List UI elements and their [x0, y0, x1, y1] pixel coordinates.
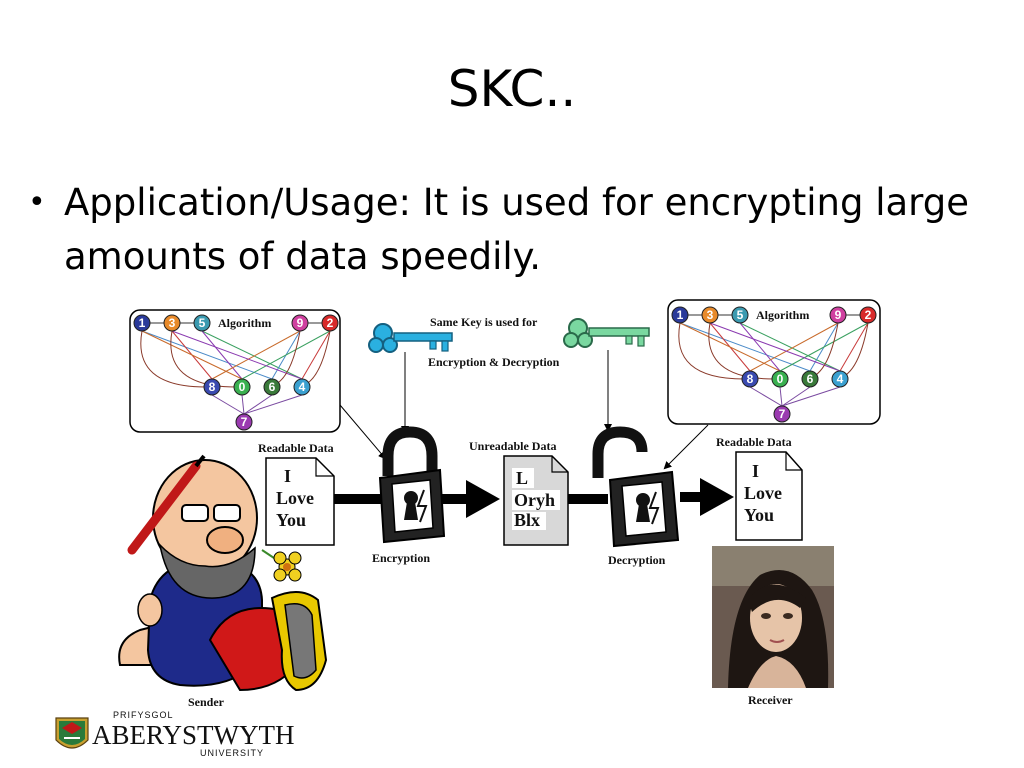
algorithm-node [801, 370, 819, 388]
logo-prifysgol: PRIFYSGOL [113, 710, 174, 720]
algorithm-node-label: 4 [299, 380, 306, 394]
key-icon-left [368, 323, 453, 353]
algorithm-node [233, 378, 251, 396]
algorithm-node [203, 378, 221, 396]
algorithm-node [773, 405, 791, 423]
encryption-label: Encryption [372, 551, 430, 565]
logo-aberystwyth: ABERYSTWYTH [92, 720, 295, 750]
algorithm-node [263, 378, 281, 396]
algorithm-node [829, 306, 847, 324]
unreadable-data-label: Unreadable Data [469, 439, 556, 453]
algorithm-node-label: 6 [269, 380, 276, 394]
algorithm-node [859, 306, 877, 324]
algorithm-node-label: 1 [677, 308, 684, 322]
algorithm-node-label: 5 [199, 316, 206, 330]
algorithm-node-label: 3 [169, 316, 176, 330]
algorithm-node [701, 306, 719, 324]
algorithm-node-label: 8 [209, 380, 216, 394]
algorithm-label: Algorithm [756, 308, 809, 322]
algorithm-node [831, 370, 849, 388]
algorithm-node-label: 2 [865, 308, 872, 322]
algorithm-node-label: 5 [737, 308, 744, 322]
algorithm-label: Algorithm [218, 316, 271, 330]
algorithm-node-label: 8 [747, 372, 754, 386]
algorithm-node-label: 1 [139, 316, 146, 330]
same-key-label: Same Key is used for [430, 315, 538, 329]
algorithm-node-label: 0 [777, 372, 784, 386]
algorithm-node [235, 413, 253, 431]
sender-label: Sender [188, 695, 225, 709]
ciphertext-document: L Oryh Blx [503, 455, 569, 546]
bullet-dot: • [28, 185, 46, 220]
algorithm-node-label: 9 [835, 308, 842, 322]
plaintext-right-line3: You [744, 505, 774, 525]
logo-university: UNIVERSITY [200, 748, 264, 758]
university-crest-icon [55, 717, 89, 749]
closed-lock-icon [378, 426, 446, 544]
algorithm-box-right: Algorithm 1 3 5 9 2 8 0 6 4 7 [667, 299, 881, 425]
algorithm-node-label: 7 [779, 407, 786, 421]
algorithm-node-label: 7 [241, 415, 248, 429]
algorithm-node-label: 9 [297, 316, 304, 330]
slide-title: SKC.. [447, 60, 577, 118]
algorithm-node-label: 3 [707, 308, 714, 322]
plaintext-left-line2: Love [276, 488, 314, 508]
flow-arrows [334, 478, 734, 518]
plaintext-left-line3: You [276, 510, 306, 530]
readable-data-label-left: Readable Data [258, 441, 334, 455]
open-lock-icon [592, 426, 680, 548]
key-icon-right [563, 318, 650, 348]
receiver-portrait-image [712, 546, 834, 688]
algorithm-box-left: Algorithm 1 3 5 9 2 8 0 6 4 7 [129, 309, 341, 433]
bullet-text: Application/Usage: It is used for encryp… [64, 181, 969, 278]
algorithm-node [133, 314, 151, 332]
algorithm-node [731, 306, 749, 324]
algorithm-node [671, 306, 689, 324]
algorithm-node [193, 314, 211, 332]
algorithm-node [741, 370, 759, 388]
algorithm-node [163, 314, 181, 332]
aberystwyth-logo: PRIFYSGOL ABERYSTWYTH UNIVERSITY [55, 710, 295, 758]
plaintext-right-line2: Love [744, 483, 782, 503]
algorithm-node-label: 2 [327, 316, 334, 330]
plaintext-document-right: I Love You [735, 451, 803, 541]
plaintext-right-line1: I [752, 461, 759, 481]
bullet-item: • Application/Usage: It is used for encr… [28, 176, 988, 284]
encryption-decryption-label: Encryption & Decryption [428, 355, 560, 369]
decryption-label: Decryption [608, 553, 666, 567]
sender-cartoon-image [118, 454, 328, 692]
algorithm-node [293, 378, 311, 396]
plaintext-left-line1: I [284, 466, 291, 486]
algorithm-node [291, 314, 309, 332]
plaintext-document-left: I Love You [265, 457, 335, 546]
algorithm-node [771, 370, 789, 388]
ciphertext-line2: Oryh [514, 490, 555, 510]
receiver-label: Receiver [748, 693, 793, 707]
readable-data-label-right: Readable Data [716, 435, 792, 449]
algorithm-node-label: 0 [239, 380, 246, 394]
algorithm-node-label: 6 [807, 372, 814, 386]
algorithm-node [321, 314, 339, 332]
ciphertext-line3: Blx [514, 510, 540, 530]
ciphertext-line1: L [516, 468, 528, 488]
algorithm-node-label: 4 [837, 372, 844, 386]
